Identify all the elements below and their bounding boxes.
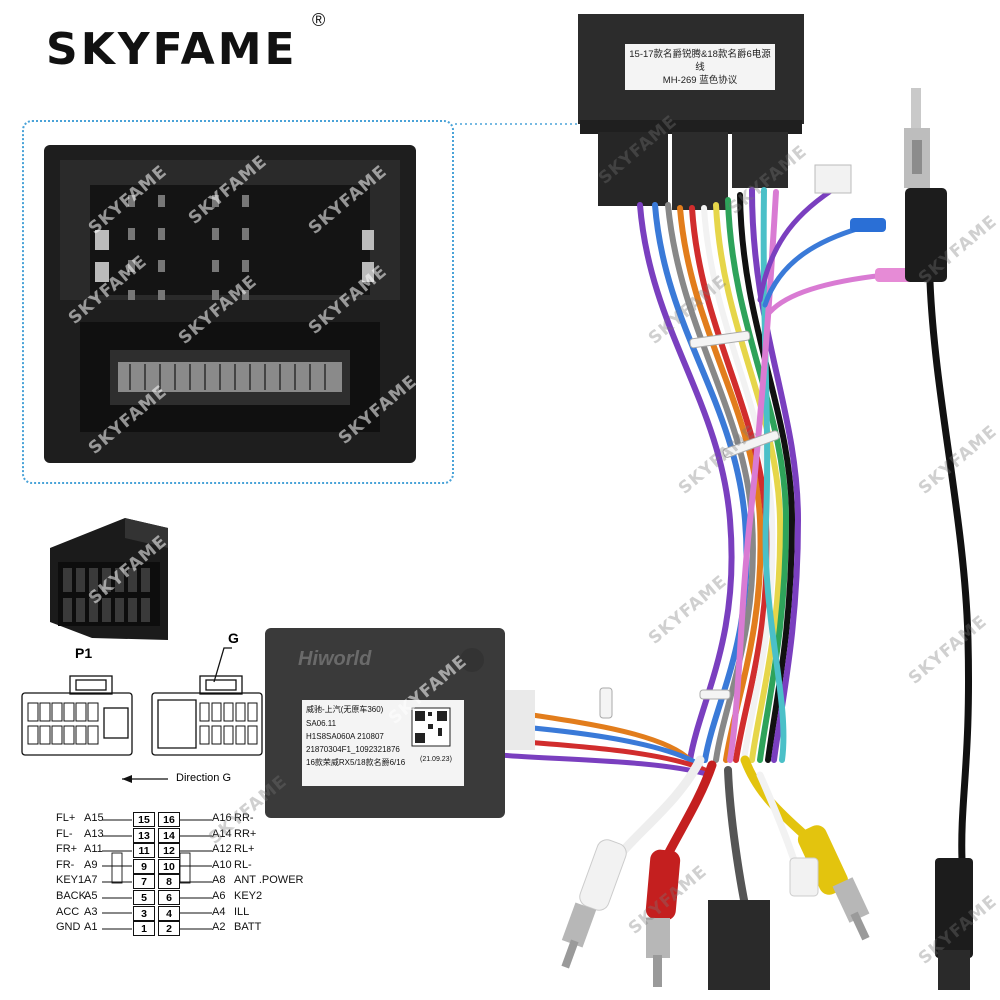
pin-right-signal: RR+: [234, 827, 257, 840]
pin-number-right: 6: [158, 890, 180, 905]
pin-right-signal: ANT .POWER: [234, 874, 304, 887]
decoder-label: 威驰-上汽(无原车360) SA06.11 H1S8SA060A 210807 …: [306, 704, 410, 768]
pin-number-left: 15: [133, 812, 155, 827]
pin-left-signal: FR+: [56, 843, 78, 856]
pin-left-signal: KEY1: [56, 874, 85, 887]
pin-number-left: 13: [133, 827, 155, 843]
pin-left-id: A11: [84, 843, 103, 856]
pin-number-right: 8: [158, 874, 180, 890]
pin-right-id: A12: [212, 843, 232, 856]
pin-right-signal: KEY2: [234, 890, 263, 902]
pin-number-left: 9: [133, 858, 155, 874]
pin-number-right: 12: [158, 843, 180, 859]
pin-left-signal: FR-: [56, 858, 75, 871]
connector-line-drawings: [21, 647, 263, 780]
black-connector-bottom: [708, 900, 770, 990]
pin-right-id: A8: [212, 874, 226, 887]
pin-number-left: 3: [133, 905, 155, 921]
pin-leader-lines: [102, 819, 212, 930]
pin-right-signal: RL+: [234, 843, 255, 856]
g-label: G: [228, 630, 239, 646]
antenna-adapter: [904, 88, 973, 990]
top-connector: [578, 14, 804, 210]
rca-plugs: [561, 825, 870, 990]
decoder-brand: Hiworld: [298, 648, 372, 670]
decoder-label-line1: 威驰-上汽(无原车360): [306, 705, 384, 714]
rca-yellow: [797, 825, 870, 941]
pin-right-signal: BATT: [234, 921, 262, 934]
pin-number-left: 1: [133, 921, 155, 937]
iso-connector-photo: [50, 518, 168, 640]
pin-left-id: A3: [84, 905, 98, 918]
direction-arrow-icon: [122, 775, 132, 783]
direction-label: Direction G: [176, 772, 232, 784]
top-label-line2: MH-269 蓝色协议: [662, 75, 738, 86]
blue-pigtail-tip: [850, 218, 886, 232]
pin-right-id: A16: [212, 812, 232, 824]
pin-number-right: 2: [158, 921, 180, 937]
pin-number-left: 5: [133, 890, 155, 905]
pin-number-left: 7: [133, 874, 155, 890]
pin-left-signal: ACC: [56, 905, 80, 918]
pin-left-id: A1: [84, 921, 98, 934]
pin-number-right: 16: [158, 812, 180, 827]
pin-left-id: A5: [84, 890, 98, 902]
pin-left-signal: FL-: [56, 827, 73, 840]
pin-left-signal: FL+: [56, 812, 76, 824]
pin-right-signal: RR-: [234, 812, 254, 824]
decoder-label-line3: H1S8SA060A 210807: [306, 732, 384, 741]
pin-left-id: A13: [84, 827, 104, 840]
pin-number-left: 11: [133, 843, 155, 859]
pin-left-id: A15: [84, 812, 104, 824]
brand-logo: SKYFAME: [46, 24, 298, 75]
pin-number-right: 14: [158, 827, 180, 843]
pin-right-id: A6: [212, 890, 226, 902]
pin-left-signal: GND: [56, 921, 81, 934]
white-pigtail-connector: [814, 164, 852, 194]
pin-left-signal: BACK: [56, 890, 86, 902]
decoder-label-line5: 16款荣威RX5/18款名爵6/16: [306, 758, 406, 767]
decoder-box: [265, 628, 535, 818]
decoder-label-line2: SA06.11: [306, 719, 337, 728]
pin-number-right: 4: [158, 905, 180, 921]
pin-number-right: 10: [158, 858, 180, 874]
decoder-label-line4: 21870304F1_1092321876: [306, 745, 400, 754]
white-connector-small: [789, 857, 819, 897]
top-label-line1: 15-17款名爵锐腾&18款名爵6电源线: [629, 49, 771, 73]
top-connector-label: 15-17款名爵锐腾&18款名爵6电源线 MH-269 蓝色协议: [627, 48, 773, 87]
pin-right-id: A2: [212, 921, 226, 934]
pin-right-signal: ILL: [234, 905, 250, 918]
connector-closeup-frame: [22, 120, 454, 484]
wire-bundle: [497, 182, 888, 909]
connector-face-closeup: [44, 145, 416, 463]
cable-ties: [599, 330, 780, 719]
pin-right-id: A4: [212, 905, 226, 918]
registered-mark: ®: [312, 10, 326, 30]
pin-right-id: A10: [212, 858, 232, 871]
decoder-label-date: (21.09.23): [420, 756, 452, 763]
p1-label: P1: [75, 645, 93, 661]
pin-right-signal: RL-: [234, 858, 252, 871]
rca-red: [645, 849, 681, 987]
pin-right-id: A14: [212, 827, 232, 840]
pin-left-id: A7: [84, 874, 98, 887]
rca-white: [561, 839, 627, 969]
pin-left-id: A9: [84, 858, 98, 871]
